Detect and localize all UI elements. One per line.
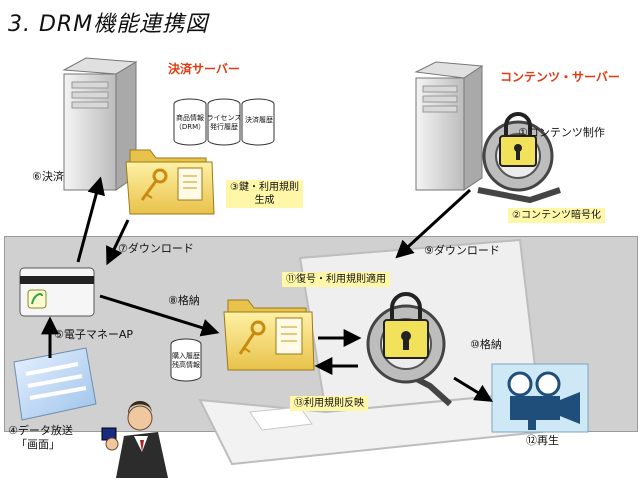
- step-playback: ⑫再生: [526, 434, 559, 447]
- database-icon: [241, 98, 275, 146]
- payment-server-icon: [62, 57, 138, 191]
- database-icon: [170, 338, 202, 382]
- step-payment: ⑥決済: [32, 170, 64, 183]
- step-download-content: ⑨ダウンロード: [424, 244, 500, 257]
- content-server-label: コンテンツ・サーバー: [500, 70, 620, 84]
- user-with-remote-icon: [101, 400, 168, 478]
- step-emoney-app: ⑤電子マネーAP: [54, 328, 134, 341]
- database-label: 商品情報 （DRM）: [174, 114, 206, 131]
- key-document-folder-icon: [223, 299, 315, 371]
- step-content-encryption: ②コンテンツ暗号化: [508, 208, 605, 223]
- purchase-database-label: 購入履歴 残高情報: [172, 352, 200, 369]
- step-data-broadcast-screen: 「画面」: [16, 438, 60, 451]
- step-store-content: ⑩格納: [470, 338, 502, 351]
- ic-card-icon: [19, 267, 95, 317]
- step-store-license: ⑧格納: [168, 294, 200, 307]
- step-decrypt-apply-rules: ⑪復号・利用規則適用: [282, 272, 390, 287]
- database-label: ライセンス 発行履歴: [206, 114, 242, 131]
- payment-server-label: 決済サーバー: [168, 62, 240, 76]
- key-document-folder-icon: [125, 149, 215, 215]
- step-data-broadcast: ④データ放送: [8, 424, 73, 437]
- projector-playback-icon: [491, 363, 589, 433]
- database-icon: [207, 98, 241, 146]
- page-title: 3. DRM機能連携図: [8, 12, 209, 37]
- step-download-license: ⑦ダウンロード: [118, 242, 194, 255]
- database-label: 決済履歴: [245, 116, 273, 124]
- content-server-icon: [414, 61, 484, 191]
- flow-arrows: [41, 176, 494, 402]
- data-broadcast-screen-icon: [13, 347, 97, 421]
- database-icon: [173, 98, 207, 146]
- encrypted-content-lock-icon: [477, 112, 561, 204]
- step-key-rule-generation: ③鍵・利用規則 生成: [226, 180, 303, 208]
- step-reflect-usage-rules: ⑬利用規則反映: [290, 396, 368, 411]
- step-content-creation: ①コンテンツ制作: [518, 126, 605, 139]
- encrypted-content-lock-icon: [366, 292, 453, 407]
